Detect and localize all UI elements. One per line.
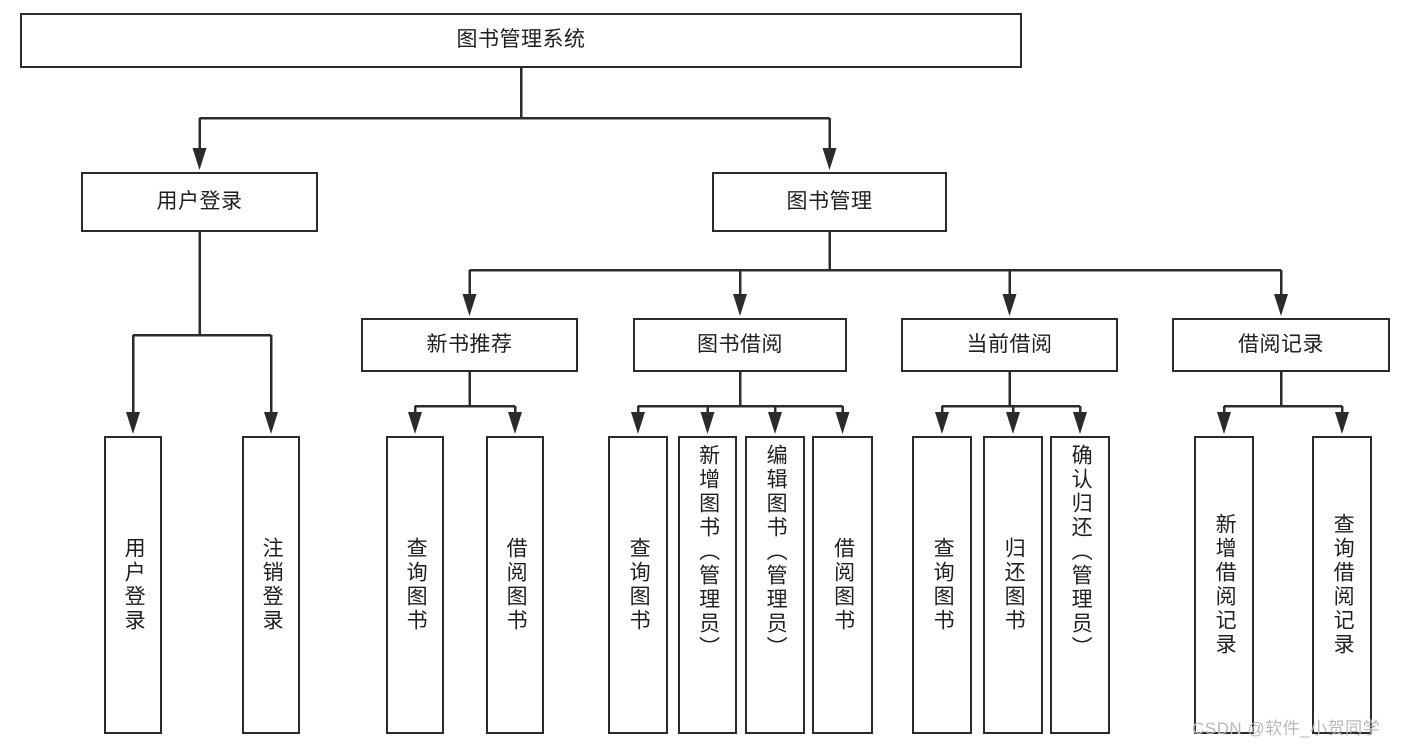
node-label: 归还图书	[1002, 537, 1026, 633]
node-label: 图书借阅	[697, 332, 783, 356]
node-n21[interactable]: 新书推荐	[361, 318, 578, 372]
node-label: 图书管理系统	[456, 28, 586, 52]
node-label: 图书管理	[786, 189, 873, 213]
node-l11[interactable]: 用户登录	[104, 436, 162, 734]
node-l211[interactable]: 查询图书	[386, 436, 444, 734]
node-l241[interactable]: 新增借阅记录	[1194, 436, 1254, 734]
watermark: CSDN @软件_小贺同学	[1192, 719, 1381, 738]
node-l222[interactable]: 新增图书（管理员）	[678, 436, 737, 734]
node-label: 用户登录	[156, 189, 243, 213]
node-label: 借阅图书	[504, 537, 528, 633]
node-label: 借阅记录	[1238, 332, 1324, 356]
node-label: 用户登录	[122, 537, 146, 633]
node-l223[interactable]: 编辑图书（管理员）	[745, 436, 805, 734]
node-l224[interactable]: 借阅图书	[812, 436, 873, 734]
node-label: 注销登录	[260, 537, 284, 633]
node-l232[interactable]: 归还图书	[983, 436, 1043, 734]
node-label: 编辑图书（管理员）	[764, 444, 788, 660]
node-n22[interactable]: 图书借阅	[633, 318, 847, 372]
node-l242[interactable]: 查询借阅记录	[1312, 436, 1372, 734]
node-n24[interactable]: 借阅记录	[1172, 318, 1390, 372]
node-root[interactable]: 图书管理系统	[20, 13, 1022, 68]
node-label: 查询图书	[404, 537, 428, 633]
node-label: 新增借阅记录	[1213, 513, 1237, 657]
node-label: 新书推荐	[426, 332, 513, 356]
node-l221[interactable]: 查询图书	[608, 436, 668, 734]
node-label: 查询借阅记录	[1331, 513, 1355, 657]
node-label: 确认归还（管理员）	[1069, 444, 1093, 660]
node-l12[interactable]: 注销登录	[242, 436, 300, 734]
node-label: 查询图书	[931, 537, 955, 633]
node-n2[interactable]: 图书管理	[712, 172, 947, 232]
node-label: 借阅图书	[831, 537, 855, 633]
node-label: 当前借阅	[966, 332, 1053, 356]
node-l233[interactable]: 确认归还（管理员）	[1050, 436, 1110, 734]
node-n23[interactable]: 当前借阅	[901, 318, 1118, 372]
node-l212[interactable]: 借阅图书	[486, 436, 544, 734]
node-label: 新增图书（管理员）	[696, 444, 720, 660]
node-l231[interactable]: 查询图书	[912, 436, 972, 734]
node-n1[interactable]: 用户登录	[81, 172, 318, 232]
node-label: 查询图书	[627, 537, 651, 633]
